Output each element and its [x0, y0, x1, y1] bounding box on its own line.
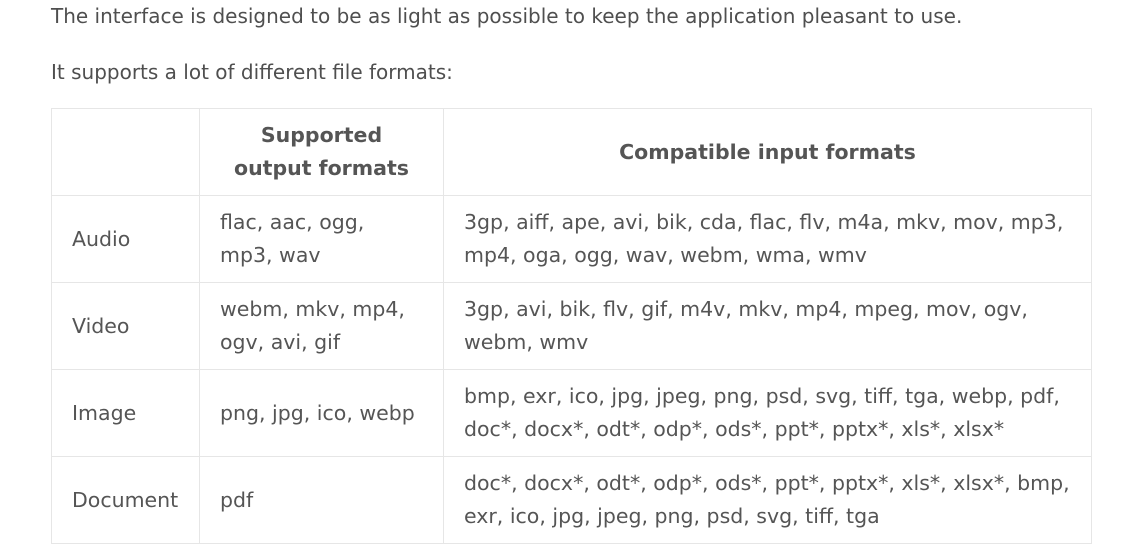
- table-row: Document pdf doc*, docx*, odt*, odp*, od…: [51, 456, 1092, 544]
- table-row: Audio flac, aac, ogg, mp3, wav 3gp, aiff…: [51, 195, 1092, 283]
- row-input-formats: bmp, exr, ico, jpg, jpeg, png, psd, svg,…: [443, 369, 1092, 457]
- header-output-formats: Supported output formats: [199, 108, 444, 196]
- table-row: Video webm, mkv, mp4, ogv, avi, gif 3gp,…: [51, 282, 1092, 370]
- row-input-formats: doc*, docx*, odt*, odp*, ods*, ppt*, ppt…: [443, 456, 1092, 544]
- row-input-formats: 3gp, aiff, ape, avi, bik, cda, flac, flv…: [443, 195, 1092, 283]
- row-input-formats: 3gp, avi, bik, flv, gif, m4v, mkv, mp4, …: [443, 282, 1092, 370]
- row-output-formats: webm, mkv, mp4, ogv, avi, gif: [199, 282, 444, 370]
- row-output-formats: flac, aac, ogg, mp3, wav: [199, 195, 444, 283]
- formats-table: Supported output formats Compatible inpu…: [51, 108, 1092, 544]
- row-output-formats: png, jpg, ico, webp: [199, 369, 444, 457]
- header-category: [51, 108, 200, 196]
- row-category: Video: [51, 282, 200, 370]
- row-category: Document: [51, 456, 200, 544]
- table-header-row: Supported output formats Compatible inpu…: [51, 108, 1092, 196]
- formats-intro-paragraph: It supports a lot of different file form…: [51, 60, 453, 84]
- row-category: Audio: [51, 195, 200, 283]
- header-input-formats: Compatible input formats: [443, 108, 1092, 196]
- intro-paragraph: The interface is designed to be as light…: [51, 4, 963, 28]
- row-output-formats: pdf: [199, 456, 444, 544]
- row-category: Image: [51, 369, 200, 457]
- table-row: Image png, jpg, ico, webp bmp, exr, ico,…: [51, 369, 1092, 457]
